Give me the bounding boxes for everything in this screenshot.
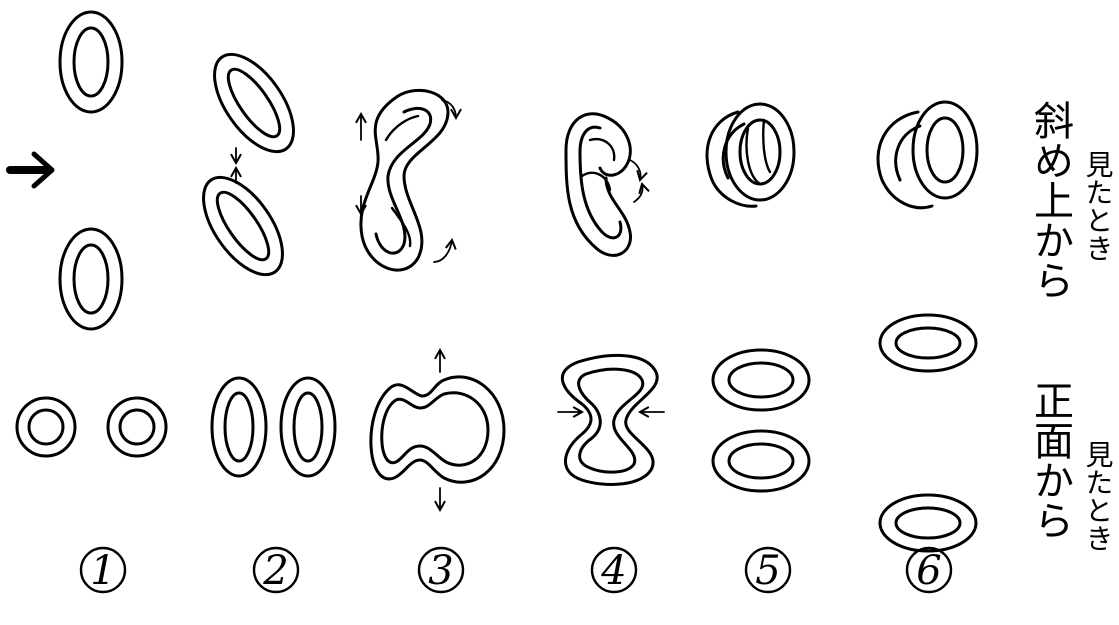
ring-upper [60,12,122,112]
top-row-label-main: 斜め上から [1027,100,1074,300]
step5-front-rings [713,350,809,491]
step4-front-hourglass-ring [558,355,664,484]
step-number-text: 1 [90,548,115,594]
step2-front-rings [212,378,335,476]
ring-front [913,102,977,198]
ring-lower [713,431,809,491]
step-number-6: 6 [907,548,951,594]
ring-front [726,104,794,200]
step1-front-rings [17,398,166,456]
small-arrow-icon [634,184,643,202]
step-number-4: 4 [592,548,636,594]
step-number-1: 1 [81,548,125,594]
step6-front-rings [880,315,976,551]
step2-top-rings [188,41,309,288]
step-number-3: 3 [419,548,463,594]
right-arrow-icon [10,154,52,186]
top-row-label-sub: 見たとき [1082,150,1115,262]
step6-top-separated-rings [878,102,977,208]
step5-top-overlapped-rings [707,104,794,206]
ring-upper [880,315,976,371]
step-number-2: 2 [254,548,298,594]
step-number-5: 5 [746,548,790,594]
ring-back-arc [878,112,932,208]
small-arrow-icon [434,240,452,262]
ring-lower [60,229,122,329]
step-number-text: 6 [916,548,941,594]
ring-right [108,398,166,456]
bottom-row-label-sub: 見たとき [1082,440,1115,552]
ring-upper [199,41,309,165]
step4-top-hooked-rings [566,114,643,256]
step3-front-merged-ring [371,350,504,510]
ring-lower [188,164,298,288]
step-number-text: 4 [600,548,626,594]
ring-left [212,378,266,476]
step-number-text: 3 [428,548,453,594]
ring-lower [880,495,976,551]
small-arrow-icon [630,160,641,180]
step-number-text: 2 [262,548,288,594]
step1-top-rings [60,12,122,329]
step3-top-twisted-ring [361,90,456,270]
ring-upper [713,350,809,410]
ring-left [17,398,75,456]
bottom-row-label-main: 正面から [1027,380,1073,540]
ring-right [281,378,335,476]
step-number-text: 5 [755,548,780,594]
